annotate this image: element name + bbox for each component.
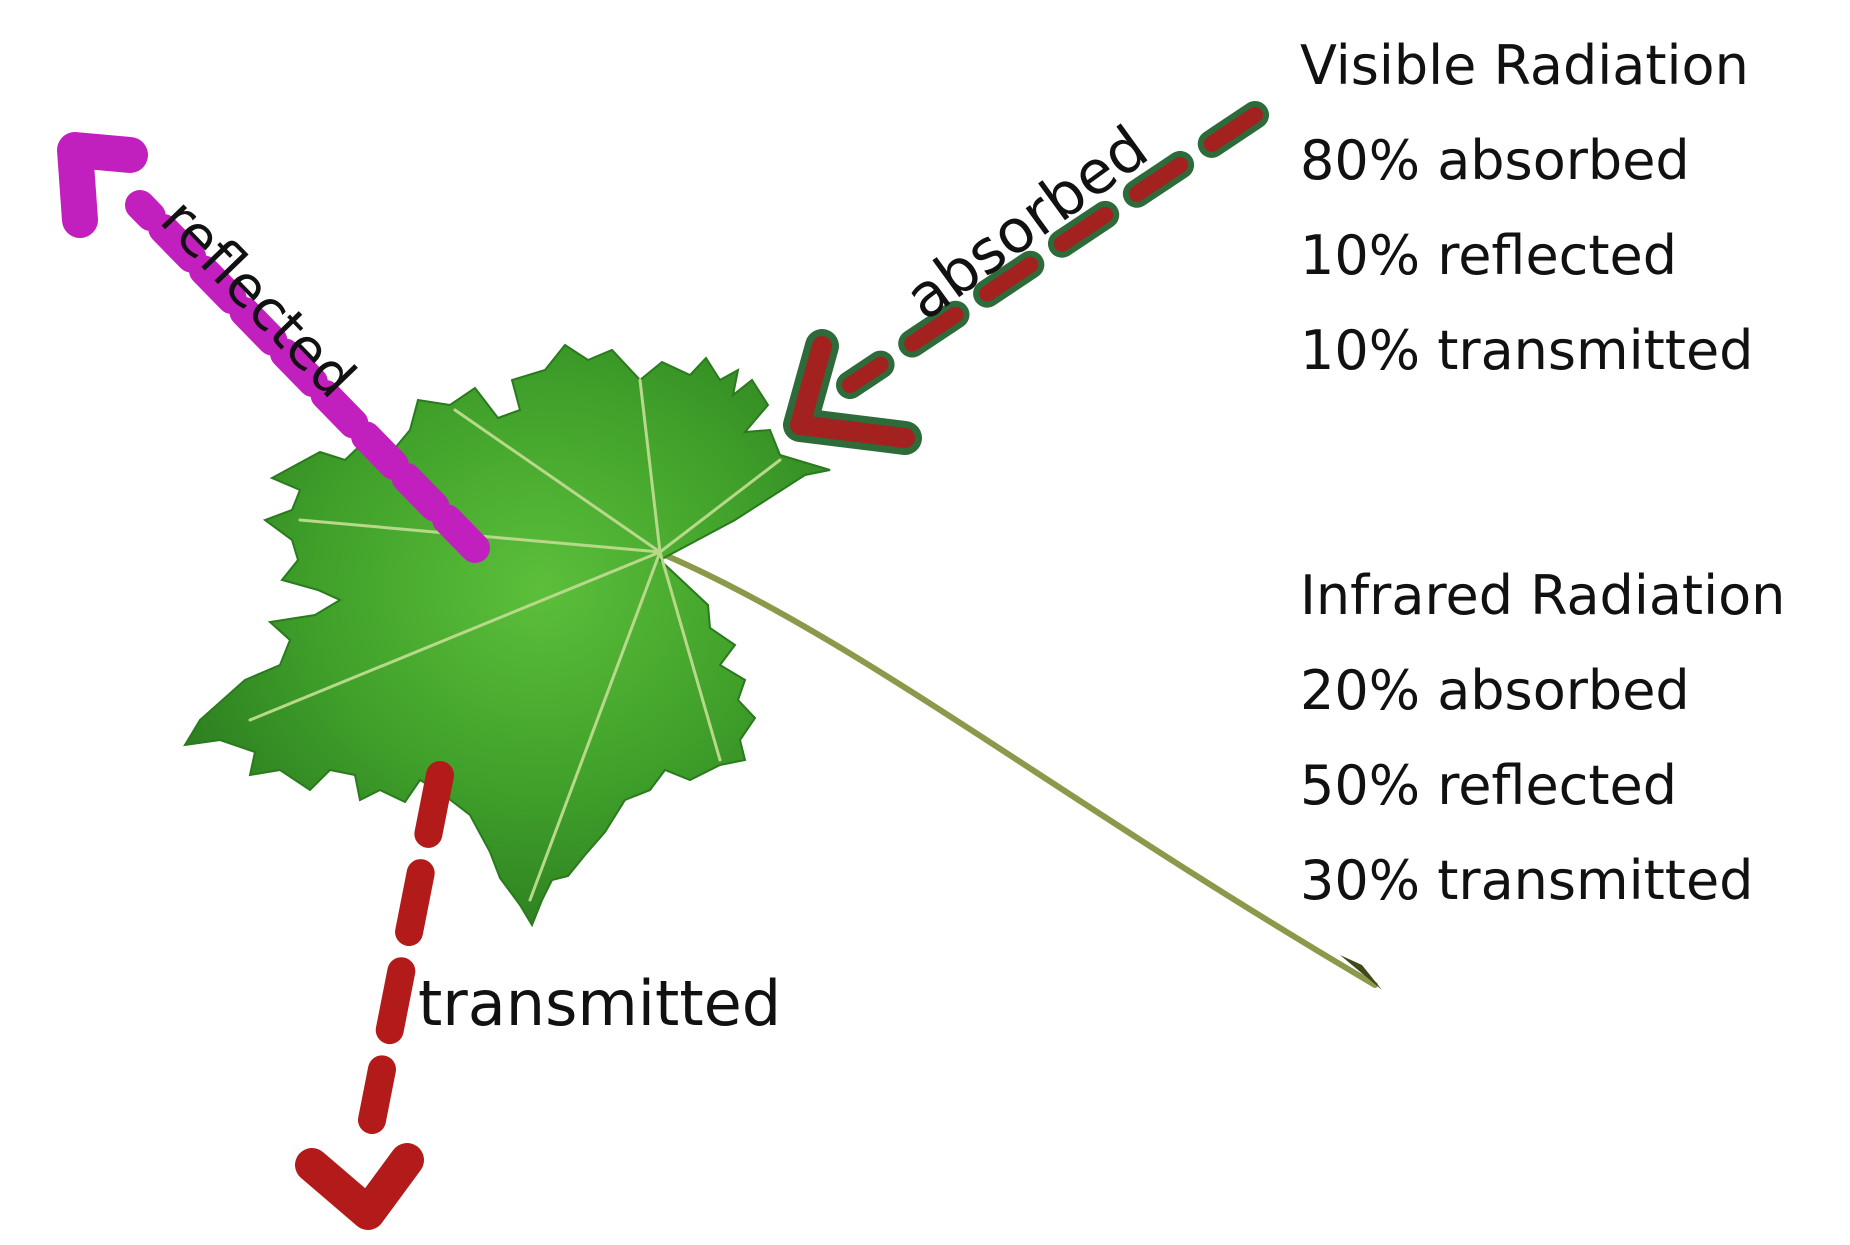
visible-reflected-line: 10% reflected [1300, 208, 1753, 303]
visible-absorbed-line: 80% absorbed [1300, 113, 1753, 208]
maple-leaf [185, 345, 830, 925]
infrared-radiation-legend: Infrared Radiation 20% absorbed 50% refl… [1300, 548, 1785, 928]
visible-radiation-legend: Visible Radiation 80% absorbed 10% refle… [1300, 18, 1753, 398]
infrared-transmitted-line: 30% transmitted [1300, 833, 1785, 928]
infrared-radiation-title: Infrared Radiation [1300, 548, 1785, 643]
absorbed-label: absorbed [893, 113, 1161, 335]
transmitted-label: transmitted [418, 967, 781, 1040]
infrared-reflected-line: 50% reflected [1300, 738, 1785, 833]
visible-radiation-title: Visible Radiation [1300, 18, 1753, 113]
visible-transmitted-line: 10% transmitted [1300, 303, 1753, 398]
reflected-label: reflected [148, 187, 368, 411]
infrared-absorbed-line: 20% absorbed [1300, 643, 1785, 738]
absorbed-arrow [800, 115, 1255, 438]
leaf-stem [665, 555, 1375, 985]
